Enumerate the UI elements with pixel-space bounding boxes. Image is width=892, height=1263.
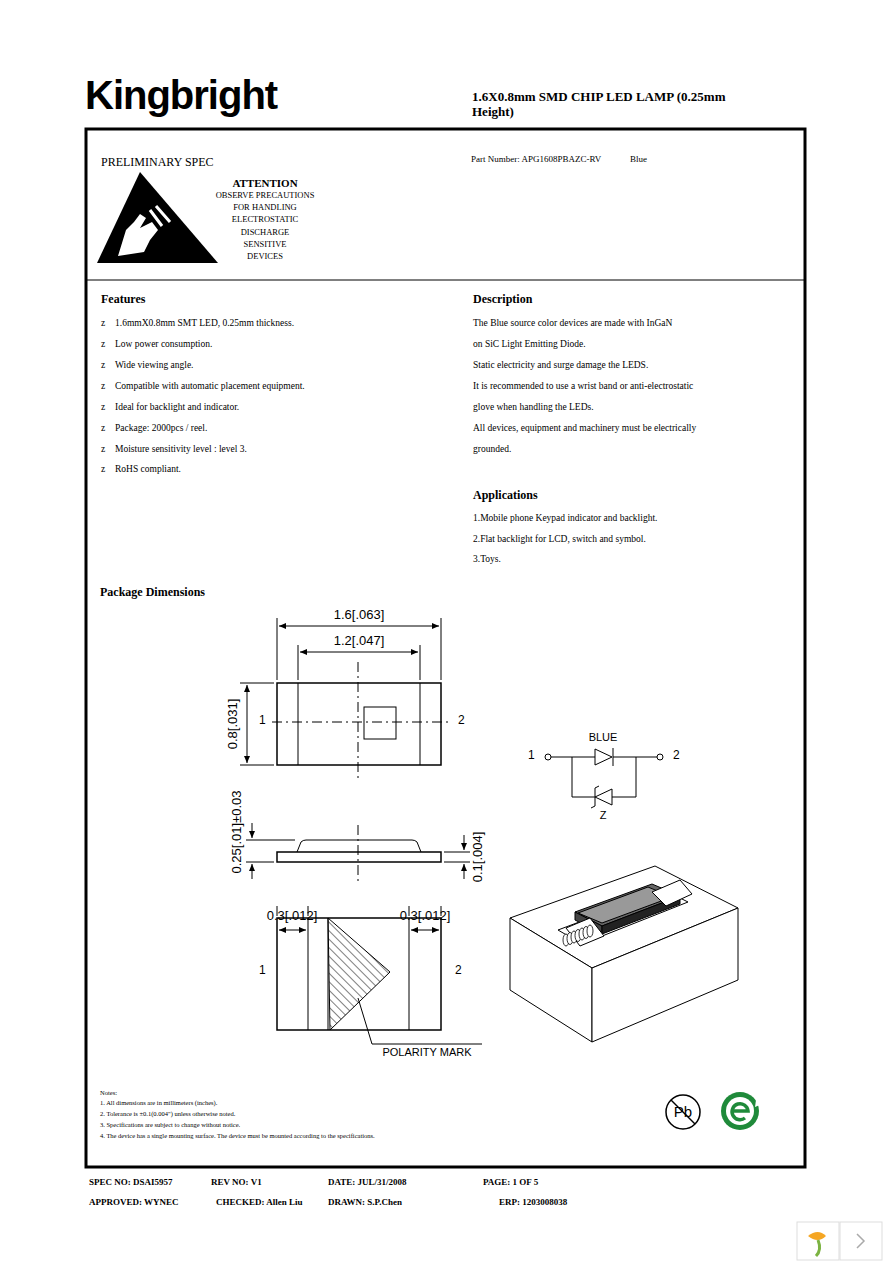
- label-text: Moisture sensitivity level : level 3.: [115, 444, 247, 455]
- label-text: RoHS compliant.: [115, 464, 181, 475]
- label-text: 2. Tolerance is ±0.1(0.004") unless othe…: [100, 1110, 235, 1117]
- label-text: All devices, equipment and machinery mus…: [473, 423, 696, 434]
- dimension-label: 1: [528, 749, 535, 763]
- diode-schematic: [545, 748, 663, 808]
- label-text: Low power consumption.: [115, 339, 212, 350]
- terminal-windings: [563, 925, 593, 946]
- label-text: ATTENTION: [232, 177, 297, 190]
- dimension-label: POLARITY MARK: [382, 1046, 471, 1059]
- top-view: [240, 618, 448, 782]
- dimension-label: 0.25[.01]±0.03: [230, 790, 245, 873]
- label-text: z: [101, 381, 105, 392]
- label-text: z: [101, 423, 105, 434]
- label-text: Package Dimensions: [100, 586, 205, 600]
- dimension-label: 2: [673, 749, 680, 763]
- label-text: Features: [101, 293, 145, 307]
- label-text: Ideal for backlight and indicator.: [115, 402, 239, 413]
- footer-field: SPEC NO: DSAI5957: [89, 1177, 173, 1187]
- pb-free-mark: [666, 1095, 700, 1129]
- label-text: 2.Flat backlight for LCD, switch and sym…: [473, 534, 646, 545]
- label-text: Notes:: [100, 1089, 117, 1096]
- dimension-label: Z: [600, 809, 607, 822]
- footer-field: CHECKED: Allen Liu: [216, 1197, 303, 1207]
- label-text: Wide viewing angle.: [115, 360, 194, 371]
- dimension-label: 1: [259, 964, 266, 978]
- iso-view: [510, 866, 738, 1042]
- label-text: Part Number: APG1608PBAZC-RV: [471, 154, 601, 164]
- label-text: z: [101, 360, 105, 371]
- esd-symbol: [97, 172, 218, 263]
- label-text: 3. Specifications are subject to change …: [100, 1121, 240, 1128]
- label-text: FOR HANDLING: [233, 203, 297, 213]
- label-text: z: [101, 464, 105, 475]
- dimension-label: 1.2[.047]: [334, 634, 385, 649]
- footer-field: DATE: JUL/31/2008: [328, 1177, 407, 1187]
- label-text: It is recommended to use a wrist band or…: [473, 381, 693, 392]
- label-text: Static electricity and surge damage the …: [473, 360, 648, 371]
- label-text: 1.6mmX0.8mm SMT LED, 0.25mm thickness.: [115, 318, 294, 329]
- label-text: z: [101, 444, 105, 455]
- footer-field: ERP: 1203008038: [499, 1197, 567, 1207]
- rohs-e-mark: [721, 1092, 762, 1130]
- label-text: 1. All dimensions are in millimeters (in…: [100, 1099, 217, 1106]
- label-text: Compatible with automatic placement equi…: [115, 381, 305, 392]
- label-text: on SiC Light Emitting Diode.: [473, 339, 586, 350]
- brand-logo: Kingbright: [85, 72, 277, 118]
- divider: [86, 280, 805, 281]
- label-text: Applications: [473, 489, 538, 503]
- viewer-widget: [797, 1222, 882, 1260]
- dimension-label: 0.1[.004]: [471, 832, 486, 883]
- label-text: 3.Toys.: [473, 554, 501, 565]
- dimension-label: BLUE: [589, 731, 618, 744]
- label-text: 4. The device has a single mounting surf…: [100, 1132, 375, 1139]
- label-text: Package: 2000pcs / reel.: [115, 423, 207, 434]
- label-text: 1.Mobile phone Keypad indicator and back…: [473, 513, 657, 524]
- label-text: grounded.: [473, 444, 511, 455]
- dimension-label: 0.3[.012]: [400, 909, 451, 924]
- label-text: DISCHARGE: [241, 228, 290, 238]
- label-text: ELECTROSTATIC: [232, 215, 298, 225]
- bottom-view: [277, 906, 482, 1044]
- dimension-label: 2: [458, 714, 465, 728]
- label-text: z: [101, 318, 105, 329]
- footer-field: APPROVED: WYNEC: [89, 1197, 179, 1207]
- dimension-label: 2: [455, 964, 462, 978]
- dimension-label: 0.3[.012]: [267, 909, 318, 924]
- footer-field: DRAWN: S.P.Chen: [328, 1197, 402, 1207]
- dimension-label: 1: [259, 714, 266, 728]
- dimension-label: 1.6[.063]: [334, 608, 385, 623]
- label-text: z: [101, 339, 105, 350]
- side-view: [246, 823, 470, 882]
- label-text: PRELIMINARY SPEC: [101, 156, 214, 170]
- label-text: SENSITIVE: [244, 240, 287, 250]
- label-text: DEVICES: [247, 252, 283, 262]
- label-text: Blue: [630, 154, 647, 164]
- dimension-label: 0.8[.031]: [226, 699, 241, 750]
- page-frame: [86, 129, 805, 1167]
- label-text: glove when handling the LEDs.: [473, 402, 594, 413]
- footer-field: REV NO: V1: [211, 1177, 262, 1187]
- footer-field: PAGE: 1 OF 5: [483, 1177, 538, 1187]
- label-text: z: [101, 402, 105, 413]
- label-text: The Blue source color devices are made w…: [473, 318, 672, 329]
- label-text: Pb: [674, 1103, 692, 1120]
- label-text: Description: [473, 293, 532, 307]
- document-title: 1.6X0.8mm SMD CHIP LED LAMP (0.25mm Heig…: [472, 90, 727, 120]
- label-text: OBSERVE PRECAUTIONS: [216, 191, 315, 201]
